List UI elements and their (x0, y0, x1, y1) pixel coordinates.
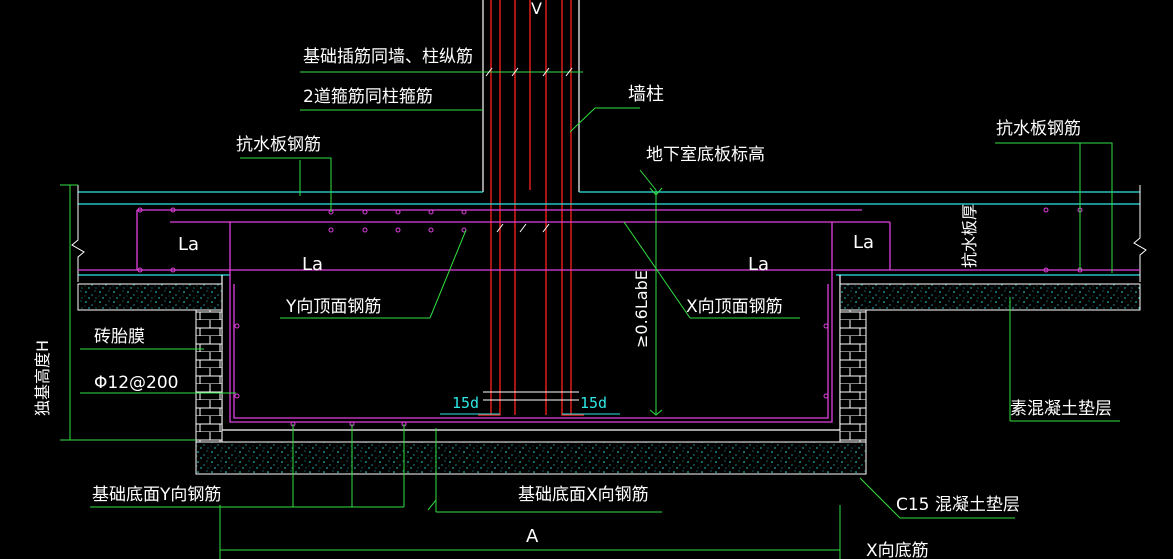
c15-concrete-cushion (195, 441, 867, 475)
waterproof-rebar-right-label: 抗水板钢筋 (996, 119, 1081, 139)
hook-left-label: 15d (452, 394, 479, 412)
dimension-a-label: A (526, 526, 539, 547)
brick-membrane-label: 砖胎膜 (94, 327, 145, 347)
bottom-y-rebar-label: 基础底面Y向钢筋 (92, 485, 221, 505)
x-top-rebar-label: X向顶面钢筋 (686, 297, 783, 317)
x-bottom-rebar-label: X向底筋 (866, 541, 929, 559)
plain-concrete-cushion-right (839, 283, 1141, 311)
waterproof-slab (78, 191, 1140, 276)
rebar-dots (137, 207, 1083, 427)
foundation-height-label: 独基高度H (33, 340, 52, 416)
plain-concrete-cushion-left (77, 283, 223, 311)
column-dowel-rebars (478, 0, 584, 416)
plain-concrete-cushion-label: 素混凝土垫层 (1010, 399, 1112, 419)
basement-floor-elevation-label: 地下室底板标高 (646, 145, 765, 165)
c15-cushion-label: C15 混凝土垫层 (896, 495, 1020, 515)
la-label-3: La (748, 254, 769, 275)
rebar-spec-label: Φ12@200 (94, 373, 178, 393)
la-label-4: La (853, 232, 874, 253)
brick-membrane-right (839, 309, 867, 443)
la-label-1: La (178, 234, 199, 255)
y-top-rebar-label: Y向顶面钢筋 (285, 297, 381, 317)
wall-column (482, 0, 580, 192)
column-stirrups (483, 391, 579, 401)
waterproof-thickness-label: 抗水板厚 (960, 204, 979, 268)
anchorage-note-label: ≥0.6LabE (632, 270, 651, 348)
hook-right-label: 15d (580, 394, 607, 412)
top-v-label: V (531, 0, 542, 18)
leader-lines (60, 71, 1120, 559)
bottom-x-rebar-label: 基础底面X向钢筋 (518, 485, 649, 505)
dimension-ticks (485, 67, 573, 233)
wall-column-label: 墙柱 (628, 84, 664, 105)
bottom-rebars (229, 222, 833, 423)
la-label-2: La (302, 254, 323, 275)
top-rebars (78, 209, 1140, 271)
brick-membrane-left (195, 309, 223, 443)
two-stirrups-label: 2道箍筋同柱箍筋 (303, 87, 433, 107)
slab-break-lines (71, 185, 1147, 282)
waterproof-rebar-left-label: 抗水板钢筋 (236, 135, 321, 155)
foundation-dowel-label: 基础插筋同墙、柱纵筋 (303, 47, 473, 67)
